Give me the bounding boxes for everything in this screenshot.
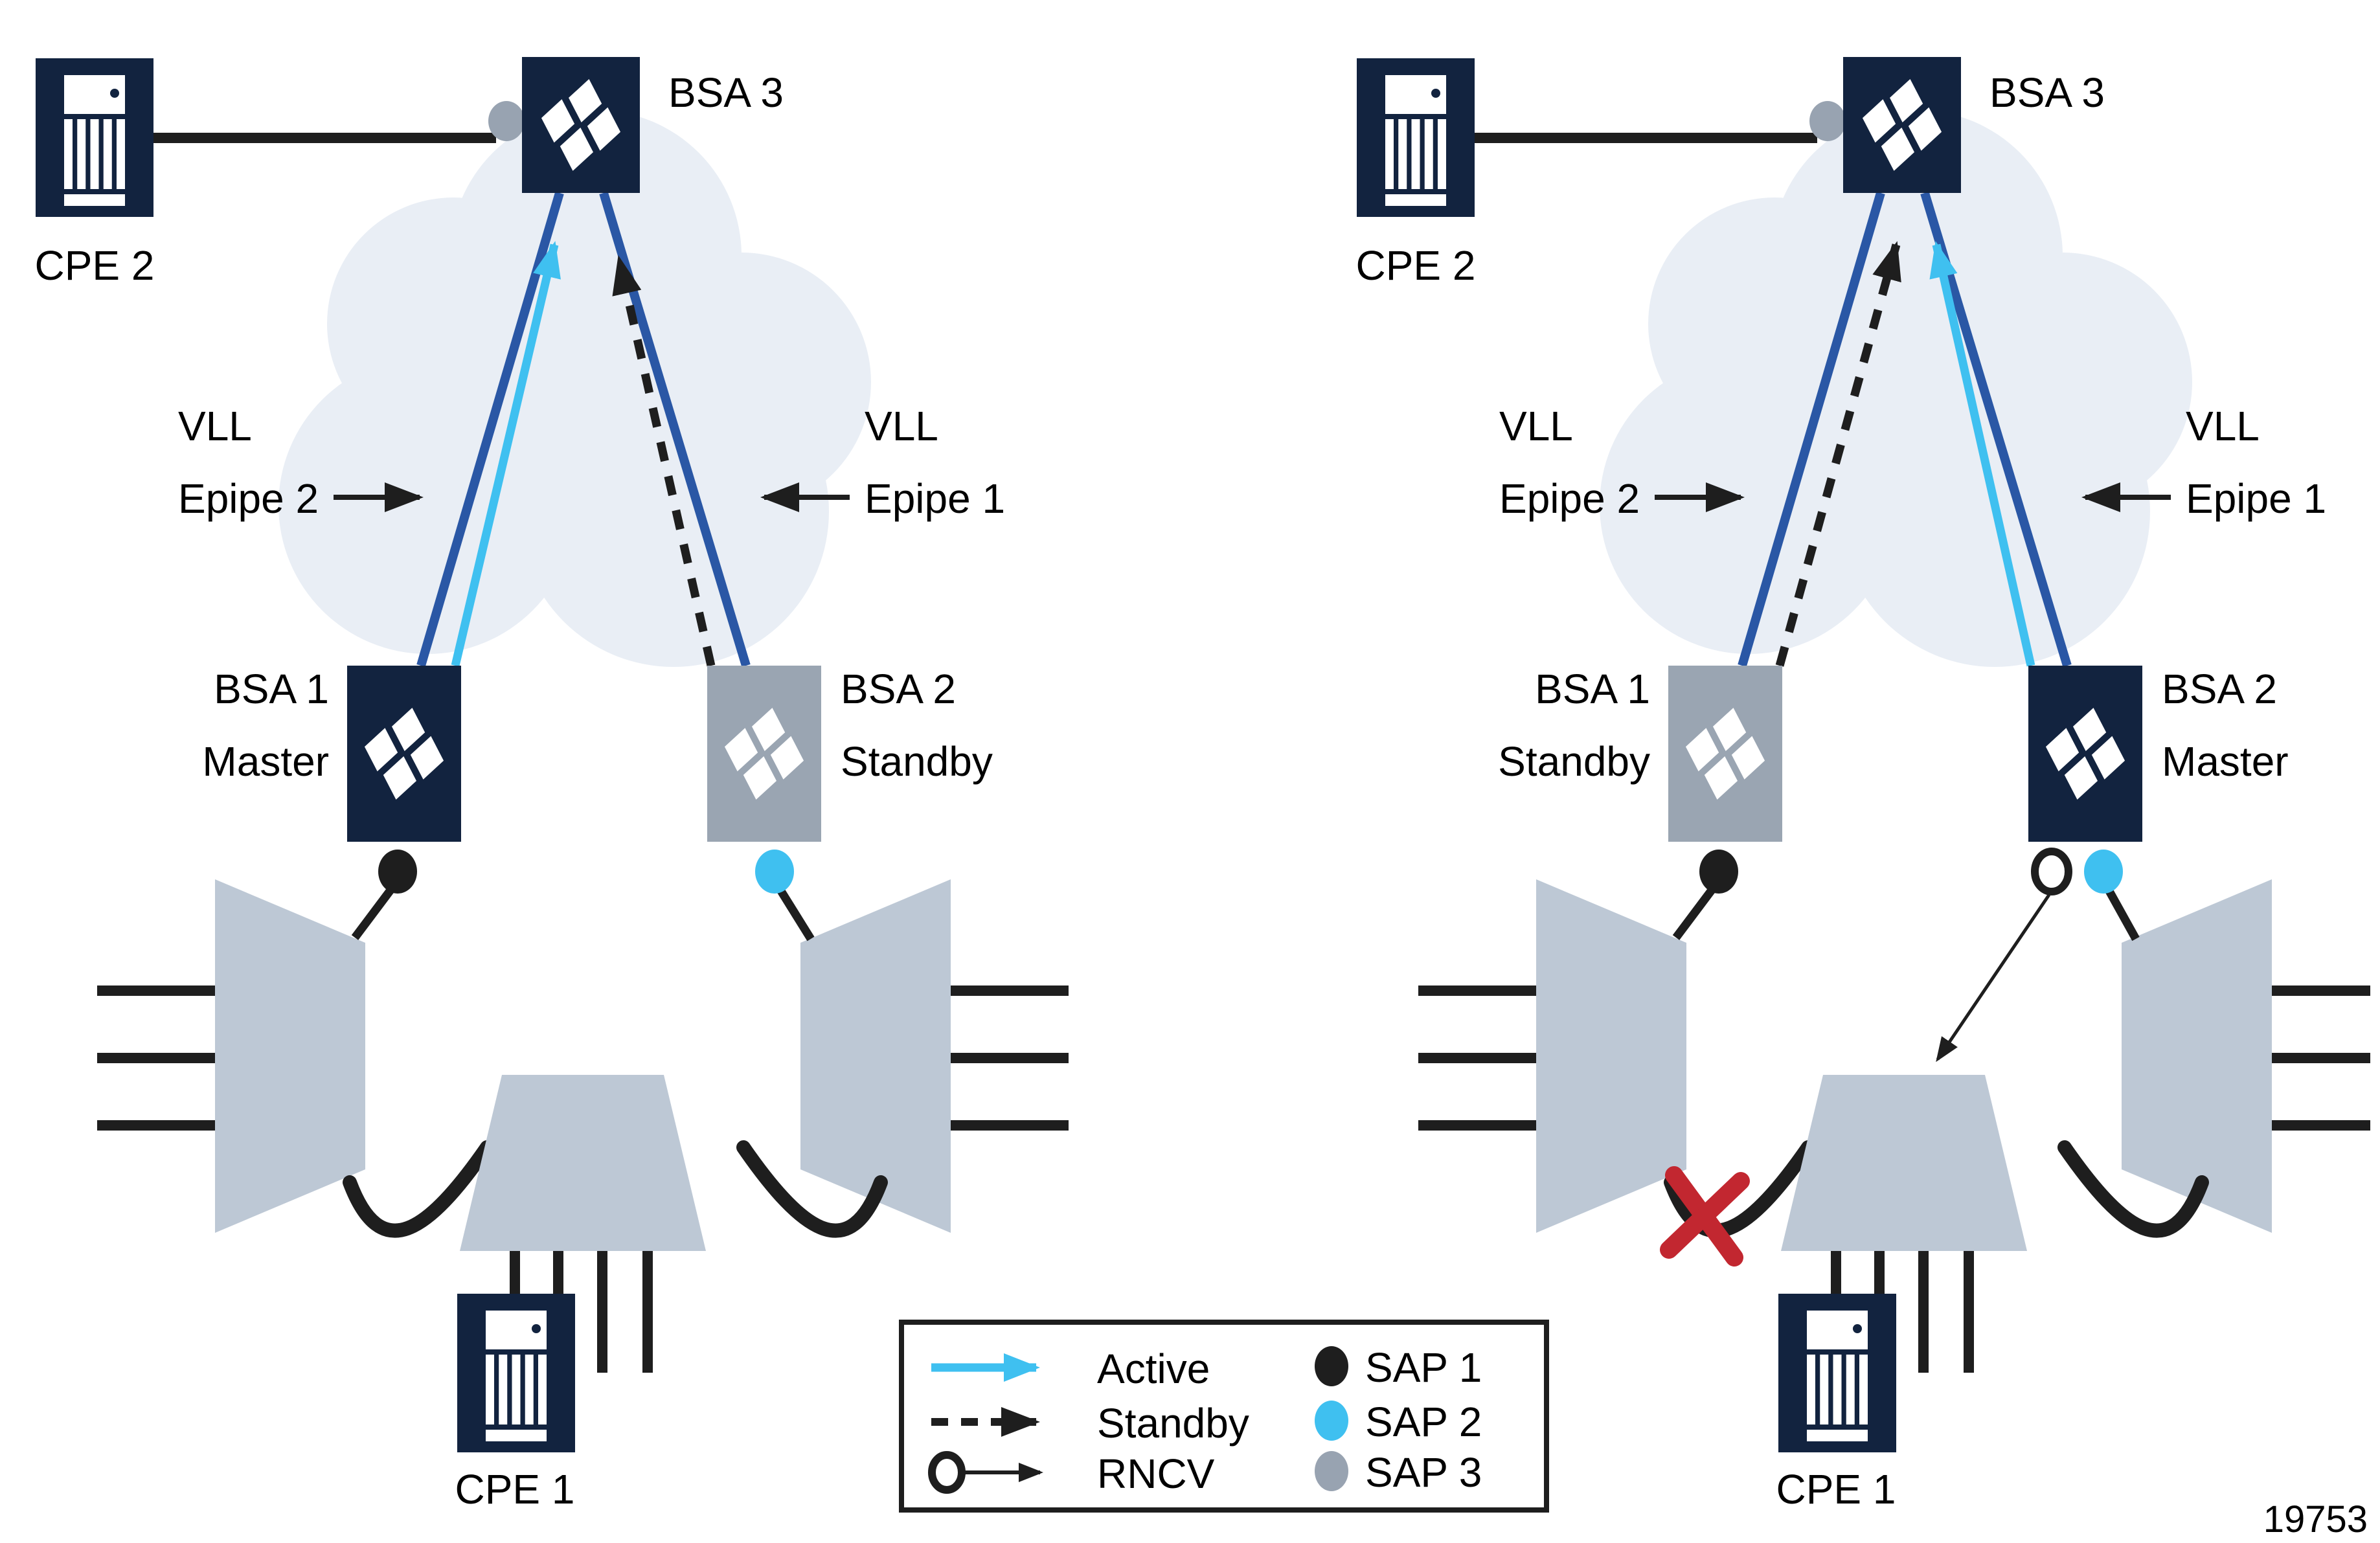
subscriber-lines-right bbox=[2272, 985, 2370, 1131]
sap2-dot bbox=[755, 850, 794, 894]
legend-sap3-label: SAP 3 bbox=[1365, 1449, 1482, 1496]
legend-active-label: Active bbox=[1097, 1346, 1210, 1392]
cpe1-label: CPE 1 bbox=[455, 1466, 575, 1513]
bsa2-node bbox=[707, 666, 821, 842]
bsa3-node bbox=[522, 57, 640, 193]
subscriber-lines-left bbox=[97, 985, 215, 1131]
sap3-dot bbox=[1809, 101, 1846, 141]
legend: Active Standby RNCV SAP 1 SAP 2 SAP 3 bbox=[899, 1320, 1549, 1513]
standby-arrow bbox=[1775, 241, 1901, 667]
cpe1-label: CPE 1 bbox=[1776, 1466, 1896, 1513]
legend-standby-label: Standby bbox=[1097, 1400, 1249, 1447]
bsa1-node bbox=[347, 666, 461, 842]
bsa1-role-label: Standby bbox=[1498, 738, 1650, 785]
legend-sap1-dot-icon bbox=[1315, 1346, 1348, 1386]
rncv-arrow bbox=[1936, 894, 2051, 1063]
figure-number: 19753 bbox=[2263, 1498, 2368, 1540]
cpe1-node bbox=[1778, 1294, 1896, 1452]
sap2-dot bbox=[2084, 850, 2123, 894]
aggregation-cloud bbox=[278, 110, 871, 667]
ring-arc-left bbox=[343, 1140, 494, 1238]
scenario-b-failover: CPE 2 BSA 3 BSA 1 Standby BSA 2 Master V… bbox=[1356, 57, 2370, 1513]
active-arrow bbox=[451, 241, 561, 667]
dslam-bottom bbox=[1781, 1075, 2027, 1251]
dslam-right bbox=[2122, 879, 2272, 1233]
bsa2-label: BSA 2 bbox=[2162, 666, 2277, 712]
rncv-circle-icon bbox=[2031, 848, 2072, 895]
sap1-dot bbox=[1699, 850, 1738, 894]
bsa1-role-label: Master bbox=[202, 738, 329, 785]
aggregation-cloud bbox=[1600, 110, 2192, 667]
bsa1-label: BSA 1 bbox=[214, 666, 329, 712]
ring-arc-left-broken bbox=[1664, 1140, 1815, 1238]
bsa3-node bbox=[1843, 57, 1961, 193]
dslam-right bbox=[800, 879, 951, 1233]
dslam-bottom bbox=[460, 1075, 706, 1251]
cpe2-label: CPE 2 bbox=[1356, 242, 1476, 289]
vll-epipe1-label-line2: Epipe 1 bbox=[865, 475, 1005, 522]
cpe2-node bbox=[1357, 58, 1475, 217]
cpe1-node bbox=[457, 1294, 575, 1452]
vll-epipe2-label-line1: VLL bbox=[1499, 403, 1573, 449]
bsa3-label: BSA 3 bbox=[1989, 69, 2105, 116]
vll-epipe1-label-line1: VLL bbox=[865, 403, 938, 449]
cpe2-node bbox=[36, 58, 153, 217]
subscriber-lines-right bbox=[951, 985, 1069, 1131]
bsa2-role-label: Standby bbox=[841, 738, 993, 785]
bsa2-role-label: Master bbox=[2162, 738, 2289, 785]
bsa1-node bbox=[1668, 666, 1782, 842]
dslam-left bbox=[1536, 879, 1686, 1233]
legend-sap3-dot-icon bbox=[1315, 1451, 1348, 1491]
legend-sap1-label: SAP 1 bbox=[1365, 1344, 1482, 1391]
sap1-dot bbox=[378, 850, 417, 894]
bsa3-label: BSA 3 bbox=[668, 69, 784, 116]
vll-epipe2-label-line2: Epipe 2 bbox=[1499, 475, 1640, 522]
legend-sap2-dot-icon bbox=[1315, 1401, 1348, 1441]
vll-epipe1-label-line1: VLL bbox=[2186, 403, 2260, 449]
ring-arc-right bbox=[2057, 1140, 2209, 1238]
legend-rncv-circle-icon bbox=[928, 1451, 966, 1494]
sap3-dot bbox=[488, 101, 525, 141]
active-arrow bbox=[1929, 241, 2035, 667]
scenario-a-normal: CPE 2 BSA 3 BSA 1 Master BSA 2 Standby V… bbox=[35, 57, 1069, 1513]
vll-epipe2-label-line2: Epipe 2 bbox=[178, 475, 319, 522]
bsa1-label: BSA 1 bbox=[1535, 666, 1650, 712]
vll-epipe1-label-line2: Epipe 1 bbox=[2186, 475, 2326, 522]
legend-rncv-label: RNCV bbox=[1097, 1450, 1215, 1497]
bsa2-node bbox=[2028, 666, 2142, 842]
bsa2-label: BSA 2 bbox=[841, 666, 956, 712]
ring-arc-right bbox=[736, 1140, 888, 1238]
vll-epipe2-label-line1: VLL bbox=[178, 403, 252, 449]
dslam-left bbox=[215, 879, 365, 1233]
legend-sap2-label: SAP 2 bbox=[1365, 1399, 1482, 1445]
ring-failure-x-icon bbox=[1660, 1166, 1750, 1267]
epipe2-line bbox=[1738, 192, 1885, 667]
subscriber-lines-left bbox=[1418, 985, 1536, 1131]
cpe2-label: CPE 2 bbox=[35, 242, 155, 289]
